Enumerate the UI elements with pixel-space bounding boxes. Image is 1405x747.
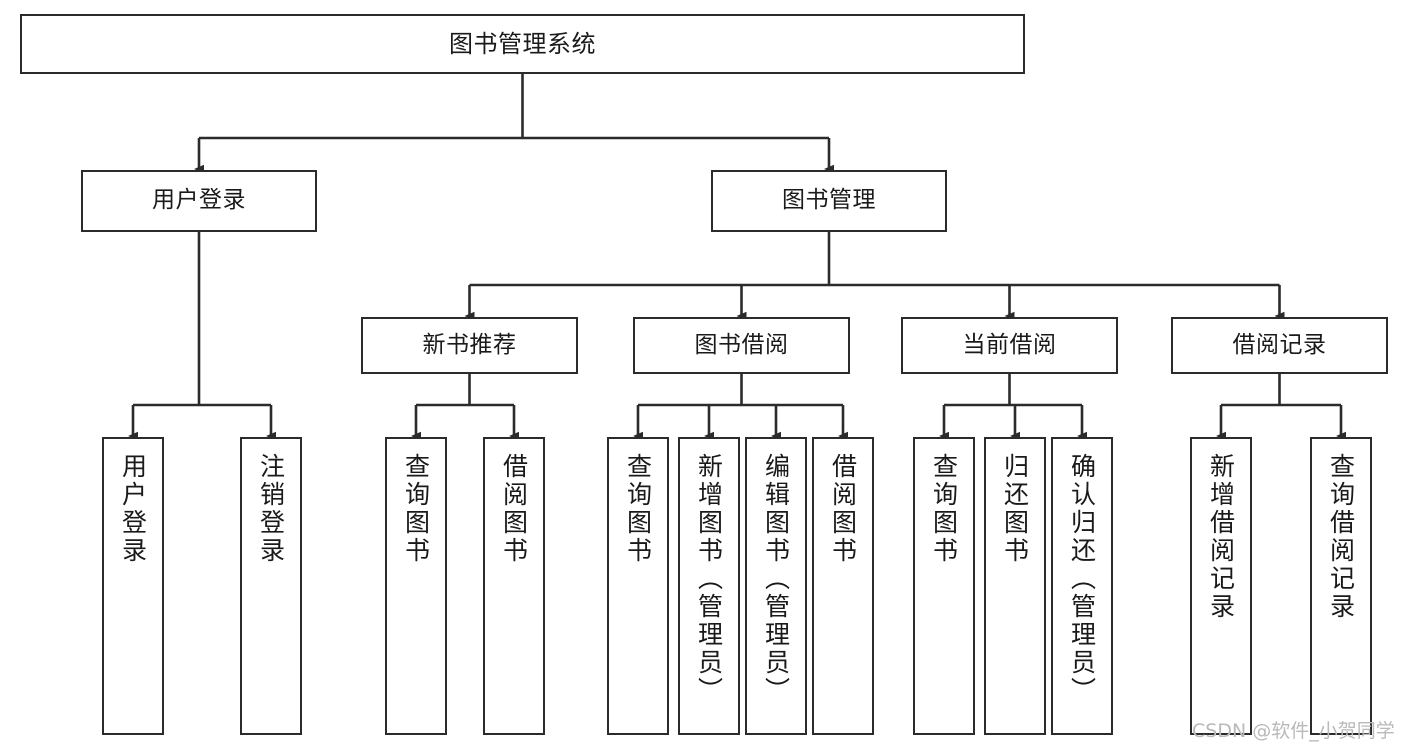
node-newbook: 新书推荐 <box>361 317 578 374</box>
node-label: 新增借阅记录 <box>1206 453 1236 621</box>
node-label: 确认归还（管理员） <box>1067 453 1097 705</box>
node-l13: 查询借阅记录 <box>1310 437 1372 735</box>
node-label: 用户登录 <box>118 453 148 565</box>
node-label: 当前借阅 <box>962 331 1057 358</box>
node-label: 图书管理系统 <box>449 29 596 58</box>
node-label: 查询图书 <box>623 453 653 565</box>
node-label: 注销登录 <box>256 453 286 565</box>
node-l12: 新增借阅记录 <box>1190 437 1252 735</box>
csdn-watermark: CSDN @软件_小贺同学 <box>1192 720 1395 742</box>
node-label: 借阅图书 <box>499 453 529 565</box>
node-l8: 借阅图书 <box>812 437 874 735</box>
node-l4: 借阅图书 <box>483 437 545 735</box>
node-l7: 编辑图书（管理员） <box>745 437 807 735</box>
node-label: 查询借阅记录 <box>1326 453 1356 621</box>
node-current: 当前借阅 <box>901 317 1118 374</box>
node-records: 借阅记录 <box>1171 317 1388 374</box>
node-l9: 查询图书 <box>913 437 975 735</box>
node-label: 图书管理 <box>782 187 876 214</box>
node-borrow: 图书借阅 <box>633 317 850 374</box>
node-label: 查询图书 <box>929 453 959 565</box>
node-l10: 归还图书 <box>984 437 1046 735</box>
node-root: 图书管理系统 <box>20 14 1025 74</box>
node-label: 图书借阅 <box>694 331 789 358</box>
node-l11: 确认归还（管理员） <box>1051 437 1113 735</box>
node-label: 归还图书 <box>1000 453 1030 565</box>
node-bookmgmt: 图书管理 <box>711 170 947 232</box>
node-l2: 注销登录 <box>240 437 302 735</box>
node-label: 新书推荐 <box>422 331 517 358</box>
node-label: 借阅图书 <box>828 453 858 565</box>
node-l3: 查询图书 <box>385 437 447 735</box>
node-l6: 新增图书（管理员） <box>678 437 740 735</box>
node-l1: 用户登录 <box>102 437 164 735</box>
node-label: 编辑图书（管理员） <box>761 453 791 705</box>
node-label: 查询图书 <box>401 453 431 565</box>
node-label: 用户登录 <box>152 187 246 214</box>
node-login: 用户登录 <box>81 170 317 232</box>
node-label: 新增图书（管理员） <box>694 453 724 705</box>
node-l5: 查询图书 <box>607 437 669 735</box>
node-label: 借阅记录 <box>1232 331 1327 358</box>
